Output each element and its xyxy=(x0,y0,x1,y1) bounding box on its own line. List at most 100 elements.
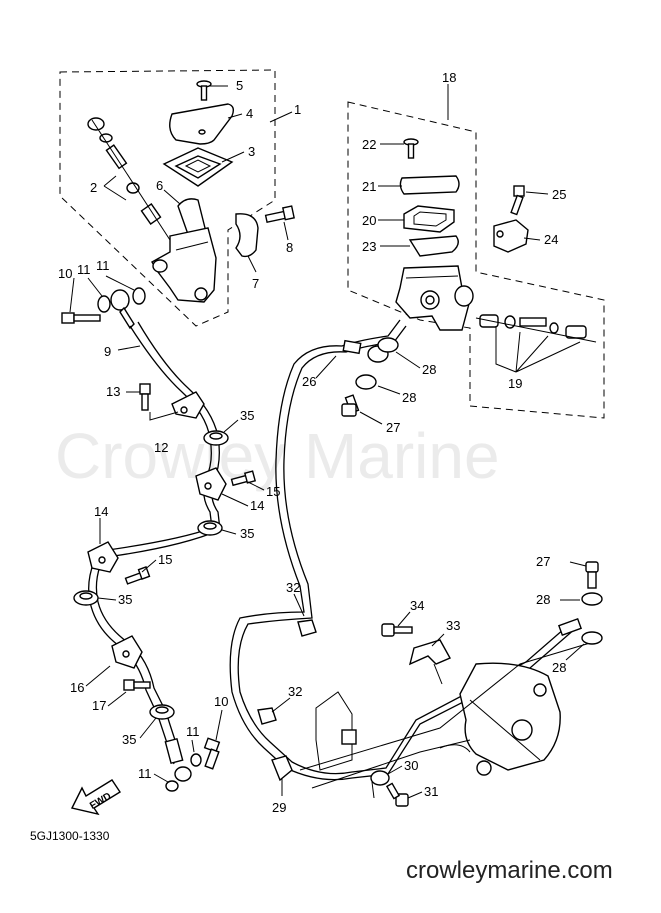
clamp-7 xyxy=(235,213,259,258)
bolt-8 xyxy=(264,205,295,224)
leader-lines xyxy=(69,84,587,799)
callout-34: 34 xyxy=(410,598,424,613)
watermark: Crowley Marine xyxy=(55,420,500,492)
callout-14b: 14 xyxy=(94,504,108,519)
callout-11a: 11 xyxy=(77,262,91,277)
callout-25: 25 xyxy=(552,187,566,202)
clamp-29 xyxy=(271,755,293,782)
union-bolt-10b xyxy=(203,737,221,770)
callout-14a: 14 xyxy=(250,498,264,513)
callout-27a: 27 xyxy=(386,420,400,435)
hose-end-fitting xyxy=(164,737,192,782)
assembly-1-outline xyxy=(59,69,276,327)
callout-numbers: 5 4 3 1 6 2 7 8 10 11 11 9 13 12 35 15 1… xyxy=(58,70,566,815)
bolt-34 xyxy=(381,623,413,637)
diaphragm-3 xyxy=(162,147,234,187)
callout-3: 3 xyxy=(248,144,255,159)
callout-28d: 28 xyxy=(552,660,566,675)
callout-28c: 28 xyxy=(536,592,550,607)
clamp-35d xyxy=(149,704,175,720)
washer-11a xyxy=(97,295,111,313)
callout-28a: 28 xyxy=(422,362,436,377)
washer-28a xyxy=(377,337,399,353)
diaphragm-20 xyxy=(403,205,455,233)
callout-23: 23 xyxy=(362,239,376,254)
callout-11c: 11 xyxy=(186,724,200,739)
forward-arrow-icon: FWD xyxy=(70,779,121,816)
callout-15b: 15 xyxy=(158,552,172,567)
hose-fitting xyxy=(110,289,135,330)
bolt-25 xyxy=(510,185,525,216)
callout-2: 2 xyxy=(90,180,97,195)
callout-33: 33 xyxy=(446,618,460,633)
screw-22 xyxy=(403,138,419,159)
callout-30: 30 xyxy=(404,758,418,773)
rear-banjo-fitting xyxy=(557,617,583,637)
callout-17: 17 xyxy=(92,698,106,713)
callout-35d: 35 xyxy=(122,732,136,747)
callout-11d: 11 xyxy=(138,766,152,781)
washer-11b xyxy=(132,287,146,305)
bolt-31 xyxy=(385,782,409,807)
bolt-17 xyxy=(123,679,151,691)
callout-4: 4 xyxy=(246,106,253,121)
callout-13: 13 xyxy=(106,384,120,399)
hose-guide-12 xyxy=(171,391,205,419)
assembly-18-outline xyxy=(347,101,605,419)
callout-7: 7 xyxy=(252,276,259,291)
callout-35b: 35 xyxy=(240,526,254,541)
bracket-33 xyxy=(408,639,451,685)
washer-28c xyxy=(581,592,603,606)
bolt-15b xyxy=(124,566,151,585)
reservoir-cap-4 xyxy=(169,103,235,145)
callout-1: 1 xyxy=(294,102,301,117)
union-bolt-27 xyxy=(341,394,360,417)
diagram-code: 5GJ1300-1330 xyxy=(30,829,110,843)
union-bolt-27b xyxy=(585,561,599,589)
callout-6: 6 xyxy=(156,178,163,193)
brake-hose-9-edge xyxy=(95,321,221,761)
bracket-24 xyxy=(493,219,529,253)
callout-5: 5 xyxy=(236,78,243,93)
hose-guide-16 xyxy=(111,635,143,669)
website-text: crowleymarine.com xyxy=(406,857,613,884)
swingarm-outline xyxy=(299,639,601,789)
push-rod-kit-19 xyxy=(475,314,597,343)
bolt-13 xyxy=(139,383,151,411)
washer-28d xyxy=(581,631,603,645)
clamp-35b xyxy=(197,520,223,536)
master-cylinder-body xyxy=(151,227,217,303)
washer-11c xyxy=(190,753,202,767)
callout-35c: 35 xyxy=(118,592,132,607)
callout-20: 20 xyxy=(362,213,376,228)
rear-master-cylinder-body xyxy=(395,265,474,331)
brake-hose-26 xyxy=(229,319,577,781)
rear-caliper xyxy=(459,662,561,776)
callout-29: 29 xyxy=(272,800,286,815)
clamp-35c xyxy=(73,590,99,606)
callout-15a: 15 xyxy=(266,484,280,499)
callout-9: 9 xyxy=(104,344,111,359)
washer-28b xyxy=(355,374,377,390)
washer-11d xyxy=(165,780,179,792)
bolt-15a xyxy=(230,470,257,487)
clip-32a xyxy=(297,619,317,637)
callout-22: 22 xyxy=(362,137,376,152)
callout-32a: 32 xyxy=(286,580,300,595)
hose-guide-14b xyxy=(87,541,119,573)
callout-24: 24 xyxy=(544,232,558,247)
clamp-30 xyxy=(370,770,390,799)
callout-10: 10 xyxy=(58,266,72,281)
plate-23 xyxy=(408,235,459,257)
piston-kit-2 xyxy=(87,117,171,241)
callout-19: 19 xyxy=(508,376,522,391)
callout-28b: 28 xyxy=(402,390,416,405)
callout-10b: 10 xyxy=(214,694,228,709)
callout-26: 26 xyxy=(302,374,316,389)
callout-18: 18 xyxy=(442,70,456,85)
clip-32b xyxy=(257,707,277,725)
brake-hose-26-edge xyxy=(237,325,573,775)
union-bolt-10 xyxy=(61,312,101,324)
callout-21: 21 xyxy=(362,179,376,194)
